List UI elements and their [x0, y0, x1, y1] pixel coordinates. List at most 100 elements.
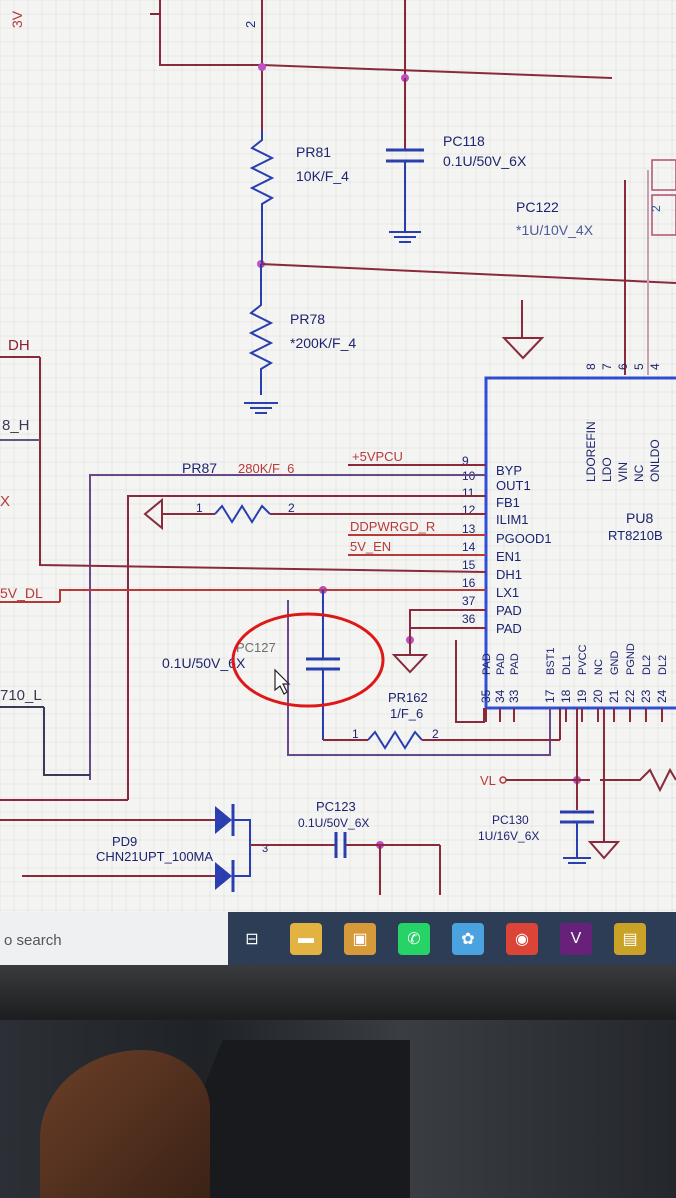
pr78-resistor[interactable]: PR78 *200K/F_4: [244, 264, 356, 414]
ic-bottom-pin-name: BST1: [545, 647, 557, 675]
ic-top-pin-name: VIN: [616, 462, 630, 482]
ic-pin-name: PAD: [496, 621, 522, 636]
pc118-capacitor[interactable]: PC118 0.1U/50V_6X: [386, 78, 527, 243]
pr162-resistor[interactable]: PR162 1/F_6 1 2: [323, 690, 561, 750]
ic-pin-number: 16: [462, 576, 476, 590]
pdf-app-icon[interactable]: ▤: [614, 922, 646, 955]
ic-pin-name: PGOOD1: [496, 531, 552, 546]
vl-net: VL: [480, 708, 676, 810]
ic-bottom-pin-name: DL1: [561, 655, 573, 675]
pc118-ref: PC118: [443, 133, 485, 149]
ic-top-pin-name: NC: [632, 464, 646, 482]
ground-symbol-ldo: [501, 337, 545, 360]
taskbar: o search ⊟ ▬ ▣ ✆ ✿ ◉ V ▤: [0, 912, 676, 965]
pd9-value: CHN21UPT_100MA: [96, 849, 213, 864]
svg-text:2: 2: [649, 205, 663, 212]
pr87-value: 280K/F_6: [238, 461, 294, 476]
right-wiring: [260, 170, 676, 375]
task-view-icon[interactable]: ⊟: [236, 922, 268, 955]
pd9-ref: PD9: [112, 834, 137, 849]
chrome-icon[interactable]: ◉: [506, 922, 538, 955]
screen-grid: [0, 0, 676, 912]
ic-top-pin-name: LDOREFIN: [584, 421, 598, 482]
pr81-resistor[interactable]: PR81 10K/F_4: [249, 130, 349, 264]
ic-bottom-pin-group: 35PAD34PAD33PAD17BST118DL119PVCC20NC21GN…: [479, 643, 669, 722]
ic-bottom-pin-number: 17: [543, 689, 557, 703]
ic-top-pin-name: ONLDO: [648, 439, 662, 482]
monitor-screen: 3V 2 PR81 10K/F_4 PC118 0.1U/50V_: [0, 0, 676, 965]
pr87-pin2: 2: [288, 501, 295, 515]
store-icon[interactable]: ▣: [344, 922, 376, 955]
net-vl: VL: [480, 773, 496, 788]
pr78-value: *200K/F_4: [290, 335, 356, 351]
ic-bottom-pin-name: PAD: [495, 653, 507, 675]
ic-top-pin-number: 4: [648, 363, 662, 370]
pd9-pin3: 3: [262, 843, 268, 855]
pu8-ic[interactable]: PU8 RT8210B: [484, 376, 676, 710]
pc127-capacitor[interactable]: PC127 0.1U/50V_6X: [162, 618, 340, 740]
pr162-ref: PR162: [388, 690, 428, 705]
ic-bottom-pin-number: 18: [559, 689, 573, 703]
ic-bottom-pin-number: 24: [655, 689, 669, 703]
ground-symbol-pad: [391, 640, 429, 674]
file-explorer-icon[interactable]: ▬: [290, 922, 322, 955]
ic-bottom-pin-number: 33: [507, 689, 521, 703]
ic-pin-number: 37: [462, 594, 476, 608]
ic-bottom-pin-number: 20: [591, 689, 605, 703]
visual-studio-icon[interactable]: V: [560, 922, 592, 955]
ic-left-pin-group: 9BYP10OUT111FB112ILIM113PGOOD114EN115DH1…: [462, 454, 552, 636]
ic-bottom-pin-name: PAD: [509, 653, 521, 675]
pr87-pin1: 1: [196, 501, 203, 515]
pr162-pin1: 1: [352, 727, 359, 741]
pc122-value: *1U/10V_4X: [516, 222, 594, 238]
ic-bottom-pin-number: 19: [575, 689, 589, 703]
net-x-mark: X: [0, 493, 10, 510]
ic-pin-name: PAD: [496, 603, 522, 618]
pc127-ref: PC127: [236, 640, 276, 655]
pin-2-label: 2: [243, 21, 258, 28]
pr78-ref: PR78: [290, 311, 325, 327]
monitor-bezel: [0, 965, 676, 1020]
whatsapp-icon[interactable]: ✆: [398, 922, 430, 955]
ic-bottom-pin-number: 35: [479, 689, 493, 703]
net-710-l: 710_L: [0, 687, 42, 704]
ic-bottom-pin-name: DL2: [641, 655, 653, 675]
ic-bottom-pin-name: PGND: [625, 643, 637, 675]
ic-top-pin-number: 6: [616, 363, 630, 370]
pc118-value: 0.1U/50V_6X: [443, 153, 527, 169]
pr87-ref: PR87: [182, 460, 217, 476]
ic-bottom-pin-number: 22: [623, 689, 637, 703]
pc122-capacitor[interactable]: PC122 *1U/10V_4X: [516, 199, 594, 238]
pu8-value: RT8210B: [608, 528, 663, 543]
ic-pin-name: ILIM1: [496, 512, 529, 527]
mouse-cursor-icon: [274, 668, 291, 695]
pr162-value: 1/F_6: [390, 706, 423, 721]
ic-top-pin-name: LDO: [600, 457, 614, 482]
ic-bottom-pin-name: DL2: [657, 655, 669, 675]
pc123-capacitor[interactable]: PC123 0.1U/50V_6X: [250, 799, 441, 895]
ic-input-wiring: [0, 464, 551, 821]
paint-icon[interactable]: ✿: [452, 922, 484, 955]
ic-pin-number: 36: [462, 612, 476, 626]
ic-pin-number: 13: [462, 522, 476, 536]
net-vpcu: +5VPCU: [352, 449, 403, 464]
pc130-capacitor[interactable]: PC130 1U/16V_6X: [478, 708, 621, 864]
pc127-value: 0.1U/50V_6X: [162, 655, 246, 671]
ic-pin-name: EN1: [496, 549, 521, 564]
ic-bottom-pin-number: 21: [607, 689, 621, 703]
pc130-value: 1U/16V_6X: [478, 829, 539, 843]
pu8-ref: PU8: [626, 510, 653, 526]
net-dh: DH: [8, 337, 30, 354]
pr87-resistor[interactable]: PR87 280K/F_6 1 2: [143, 460, 295, 531]
ic-bottom-pin-name: GND: [609, 651, 621, 676]
ic-top-pin-number: 5: [632, 363, 646, 370]
right-edge-connector: 2: [649, 159, 676, 236]
taskbar-search[interactable]: o search: [0, 912, 228, 965]
pd9-diode[interactable]: PD9 CHN21UPT_100MA 3: [22, 804, 268, 892]
pc123-value: 0.1U/50V_6X: [298, 816, 369, 830]
taskbar-app-tray: ⊟ ▬ ▣ ✆ ✿ ◉ V ▤: [228, 912, 676, 965]
ic-pin-number: 15: [462, 558, 476, 572]
schematic-canvas: 3V 2 PR81 10K/F_4 PC118 0.1U/50V_: [0, 0, 676, 912]
pr162-pin2: 2: [432, 727, 439, 741]
